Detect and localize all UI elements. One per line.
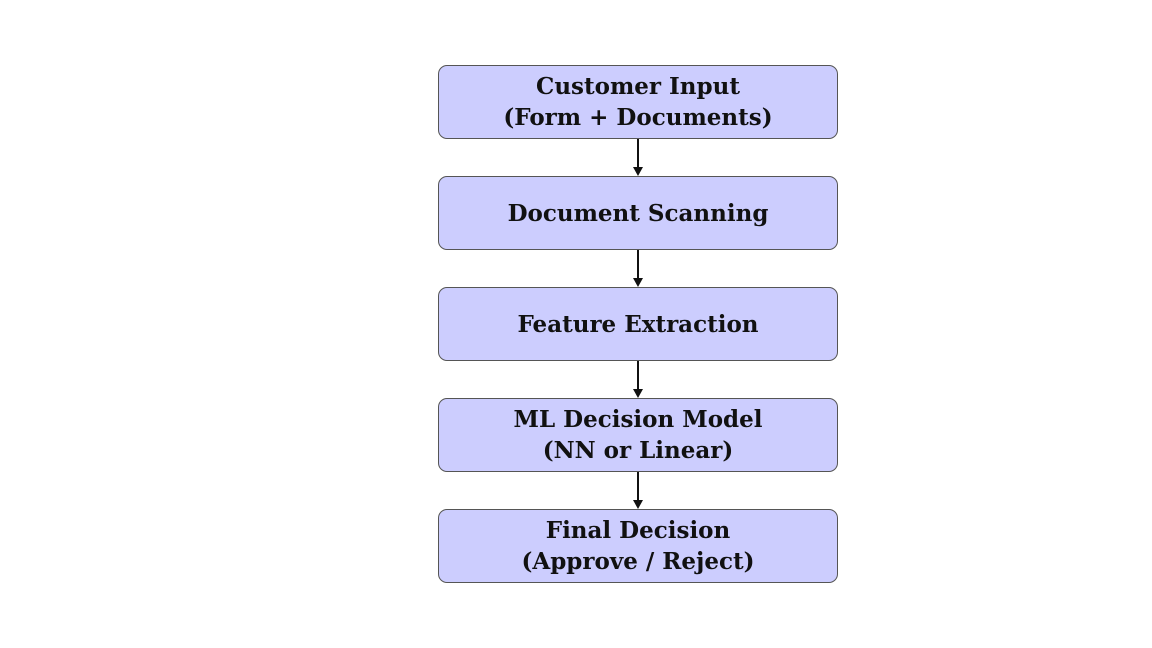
arrow-head-icon: [633, 167, 643, 176]
node-feature-extraction: Feature Extraction: [438, 287, 838, 361]
arrow-head-icon: [633, 389, 643, 398]
arrow-connector: [438, 472, 838, 509]
node-sublabel: (Approve / Reject): [521, 548, 755, 575]
node-label: Document Scanning: [507, 199, 769, 227]
arrow-head-icon: [633, 278, 643, 287]
node-label: Feature Extraction: [517, 310, 759, 338]
node-label: Final Decision: [545, 517, 731, 544]
arrow-connector: [438, 139, 838, 176]
flowchart: Customer Input (Form + Documents) Docume…: [438, 65, 838, 583]
arrow-head-icon: [633, 500, 643, 509]
node-document-scanning: Document Scanning: [438, 176, 838, 250]
node-customer-input: Customer Input (Form + Documents): [438, 65, 838, 139]
node-sublabel: (Form + Documents): [503, 104, 773, 131]
node-final-decision: Final Decision (Approve / Reject): [438, 509, 838, 583]
arrow-shaft: [637, 139, 639, 169]
arrow-shaft: [637, 361, 639, 391]
node-label: Customer Input: [536, 73, 740, 100]
node-label: ML Decision Model: [513, 406, 763, 433]
arrow-connector: [438, 361, 838, 398]
node-sublabel: (NN or Linear): [542, 437, 734, 464]
arrow-connector: [438, 250, 838, 287]
arrow-shaft: [637, 250, 639, 280]
node-ml-decision-model: ML Decision Model (NN or Linear): [438, 398, 838, 472]
arrow-shaft: [637, 472, 639, 502]
